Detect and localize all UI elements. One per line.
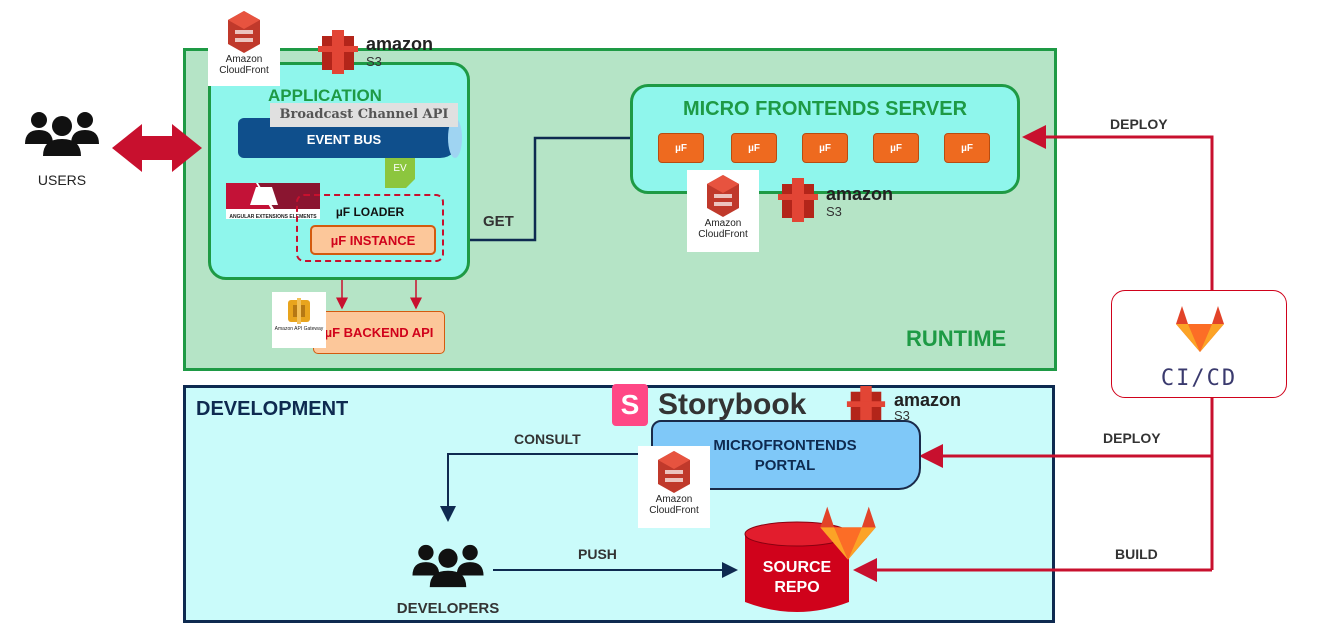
cicd-label: CI/CD (1160, 366, 1238, 391)
get-label: GET (483, 213, 514, 230)
s3-label-top: S3 (366, 54, 382, 69)
cloudfront-icon (658, 451, 690, 493)
s3-icon-dev (846, 386, 886, 433)
api-gateway-card: Amazon API Gateway (272, 292, 326, 348)
api-gateway-icon (288, 298, 310, 324)
push-label: PUSH (578, 546, 617, 562)
s3-icon-top (318, 30, 358, 79)
amazon-wordmark-dev: amazon (894, 390, 962, 410)
runtime-title: RUNTIME (906, 326, 1007, 351)
broadcast-channel-api: Broadcast Channel API (270, 103, 458, 127)
application-title: APPLICATION (268, 86, 382, 105)
mfs-title: MICRO FRONTENDS SERVER (682, 98, 968, 120)
cloudfront-top-card: Amazon CloudFront (208, 8, 280, 86)
uf-chip-1: µF (658, 133, 704, 163)
amazon-wordmark-runtime: amazon (826, 184, 894, 204)
developers-label: DEVELOPERS (396, 600, 500, 617)
consult-arrow (440, 453, 655, 522)
uf-loader-box (296, 194, 444, 262)
uf-chip-2: µF (731, 133, 777, 163)
event-bus-label: EVENT BUS (306, 132, 382, 147)
users-app-arrow (112, 124, 202, 172)
uf-chip-3: µF (802, 133, 848, 163)
ev-tag: EV (385, 158, 415, 188)
source-repo-label: SOURCE REPO (762, 559, 832, 596)
deploy-dev-label: DEPLOY (1103, 430, 1161, 446)
deploy-runtime-label: DEPLOY (1110, 116, 1168, 132)
uf-chip-5: µF (944, 133, 990, 163)
portal-title: MICROFRONTENDS PORTAL (713, 437, 857, 474)
s3-label-runtime: S3 (826, 204, 842, 219)
cloudfront-dev-card: Amazon CloudFront (638, 446, 710, 528)
storybook-icon: S (612, 384, 648, 426)
angular-extensions-icon (226, 183, 320, 209)
storybook-wordmark: Storybook (658, 388, 807, 421)
users-icon (22, 108, 102, 163)
s3-icon-runtime (778, 178, 818, 227)
uf-backend-api: µF BACKEND API (313, 311, 445, 354)
amazon-wordmark-top: amazon (366, 34, 434, 54)
build-label: BUILD (1115, 546, 1158, 562)
uf-chip-4: µF (873, 133, 919, 163)
cloudfront-icon (707, 175, 739, 217)
development-title: DEVELOPMENT (196, 398, 349, 420)
angular-extensions-logo: ANGULAR EXTENSIONS ELEMENTS (226, 183, 320, 220)
get-arrow (441, 136, 632, 250)
cloudfront-runtime-card: Amazon CloudFront (687, 170, 759, 252)
uf-loader-label: µF LOADER (335, 205, 405, 219)
gitlab-icon-repo (816, 502, 880, 567)
users-label: USERS (37, 172, 87, 188)
uf-instance: µF INSTANCE (310, 225, 436, 255)
cloudfront-icon (228, 11, 260, 53)
s3-label-dev: S3 (894, 408, 910, 423)
deploy-runtime-arrow (1022, 125, 1214, 290)
gitlab-icon-cicd (1173, 302, 1227, 359)
consult-label: CONSULT (514, 431, 581, 447)
event-bus-cap (448, 118, 462, 158)
developers-icon (406, 541, 490, 594)
